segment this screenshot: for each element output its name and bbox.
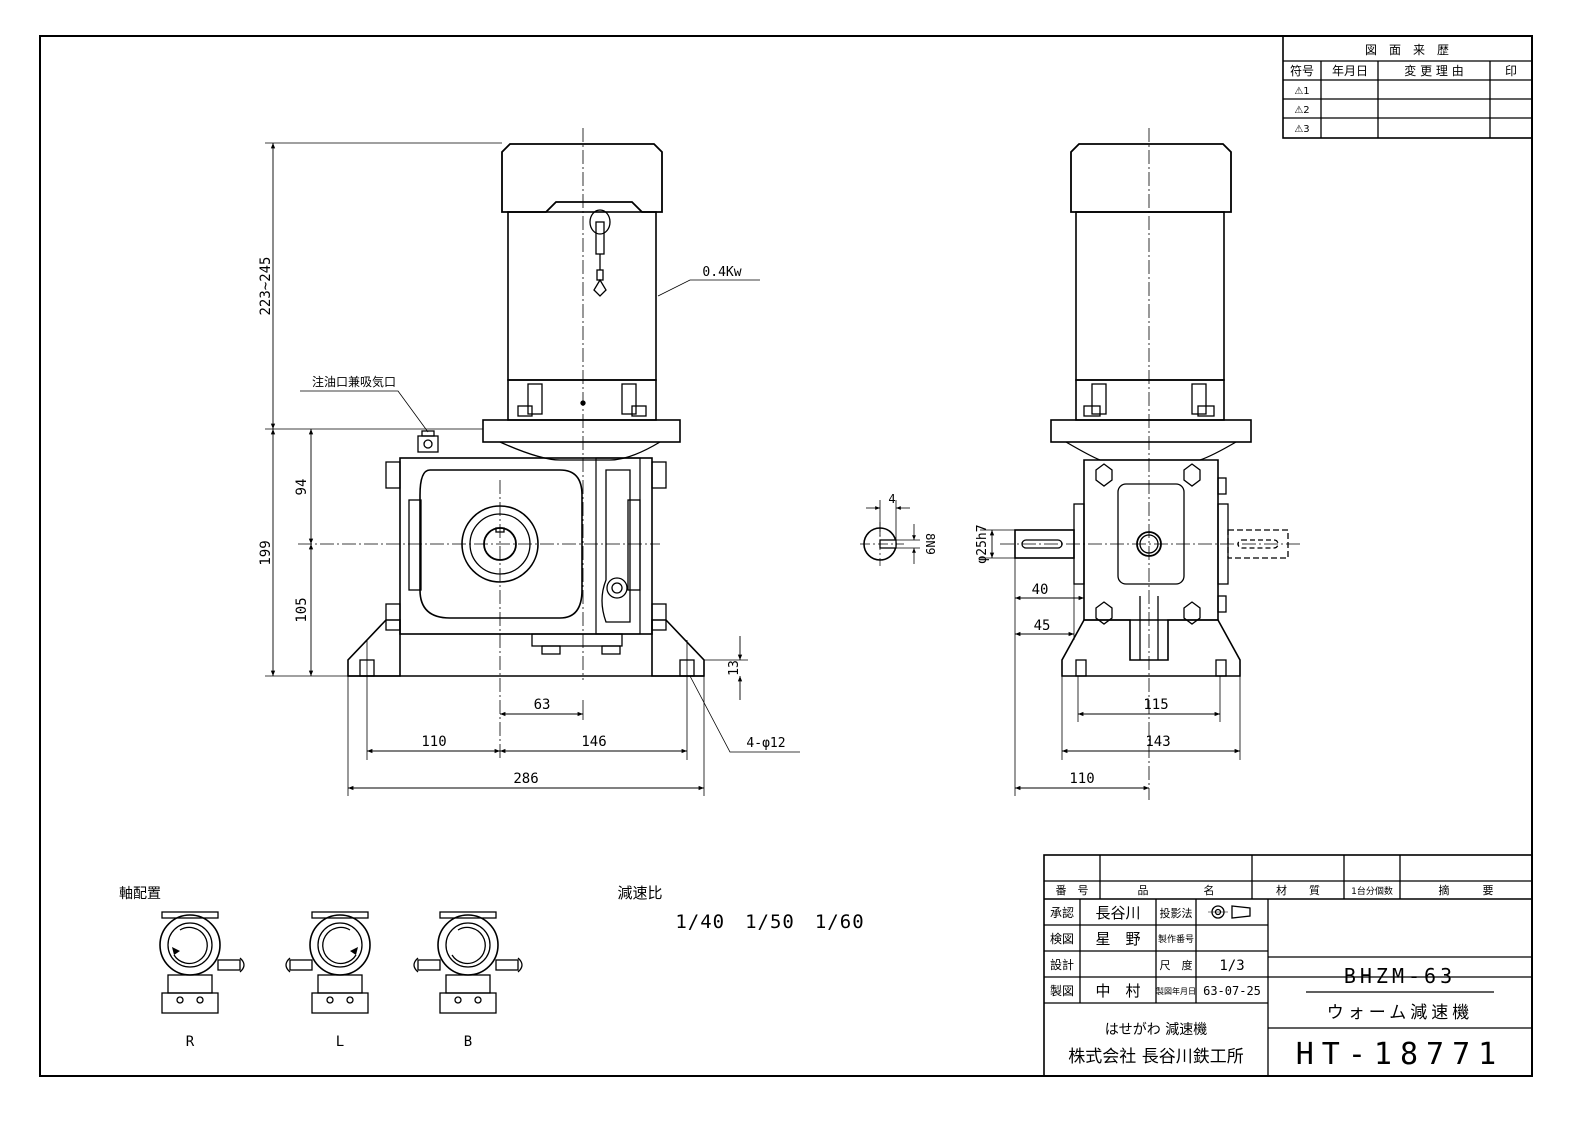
arrangement-label-R: R (186, 1034, 195, 1050)
revision-table: 図 面 来 歴 符号 年月日 変 更 理 由 印 ⚠1 ⚠2 ⚠3 (1282, 35, 1533, 139)
dim-holes: 4-φ12 (746, 736, 785, 751)
dim-offset: 63 (534, 697, 551, 713)
title-block (1043, 854, 1533, 1077)
arrangement-B (413, 911, 523, 1014)
dim-lower: 105 (294, 597, 310, 622)
side-motor-fan-cover (1070, 143, 1232, 213)
front-gearbox-housing (399, 457, 653, 635)
revision-symbol-2: ⚠2 (1294, 105, 1309, 116)
tb-approved-label: 承認 (1050, 905, 1074, 920)
label-oil-inlet: 注油口兼吸気口 (312, 374, 396, 389)
revision-col-symbol: 符号 (1290, 63, 1314, 78)
dim-overall: 286 (513, 771, 538, 787)
tb-model: BHZM-63 (1344, 964, 1456, 988)
dim-side-45: 45 (1034, 618, 1051, 634)
dim-left-span: 110 (421, 734, 446, 750)
tb-col-remarks: 摘 要 (1439, 883, 1494, 897)
dim-side-143: 143 (1145, 734, 1170, 750)
revision-col-seal: 印 (1505, 64, 1517, 78)
front-view (265, 128, 800, 796)
tb-scale-label: 尺 度 (1160, 958, 1193, 972)
dim-base-thickness: 13 (727, 660, 742, 676)
tb-date: 63-07-25 (1203, 984, 1261, 998)
side-motor-body (1075, 211, 1225, 381)
tb-date-label: 製図年月日 (1156, 986, 1196, 996)
arrangement-L (285, 911, 371, 1014)
tb-approved: 長谷川 (1095, 904, 1140, 922)
arrangement-label-L: L (336, 1034, 344, 1050)
front-motor-body (507, 211, 657, 381)
revision-symbol-3: ⚠3 (1294, 124, 1309, 135)
front-flange (482, 419, 681, 443)
reduction-ratios: 1/40 1/50 1/60 (675, 911, 864, 933)
dim-key-width: 4 (888, 492, 895, 506)
tb-checked: 星 野 (1095, 930, 1140, 948)
dim-right-span: 146 (581, 734, 606, 750)
side-view (980, 128, 1300, 800)
tb-checked-label: 検図 (1050, 932, 1074, 946)
shaft-key-section (860, 500, 920, 566)
dim-motor-height: 223~245 (258, 256, 274, 315)
tb-projection-label: 投影法 (1160, 906, 1193, 920)
tb-scale: 1/3 (1219, 958, 1244, 974)
tb-drawing-no: HT-18771 (1296, 1037, 1505, 1072)
tb-col-qty: 1台分個数 (1351, 885, 1393, 897)
tb-drawn: 中 村 (1095, 982, 1140, 1000)
front-right-foot (651, 619, 705, 677)
tb-col-material: 材 質 (1276, 883, 1320, 897)
label-motor-power: 0.4Kw (702, 265, 741, 280)
side-flange (1050, 419, 1252, 443)
dim-side-40: 40 (1032, 582, 1049, 598)
tb-mfg-no-label: 製作番号 (1158, 933, 1194, 945)
arrangement-title: 軸配置 (119, 886, 161, 902)
tb-col-name: 品 名 (1138, 883, 1215, 897)
arrangement-label-B: B (464, 1034, 472, 1050)
front-motor-fan-cover (501, 143, 663, 213)
tb-product: ウォーム減速機 (1327, 1003, 1474, 1023)
tb-company: 株式会社 長谷川鉄工所 (1068, 1047, 1243, 1067)
revision-col-reason: 変 更 理 由 (1404, 63, 1463, 78)
revision-symbol-1: ⚠1 (1294, 86, 1309, 97)
tb-designed-label: 設計 (1050, 957, 1074, 972)
tb-col-no: 番 号 (1056, 884, 1089, 897)
reduction-title: 減速比 (617, 884, 662, 902)
arrangement-R (159, 911, 245, 1014)
sheet-border (39, 35, 1533, 1077)
revision-table-title: 図 面 来 歴 (1365, 43, 1449, 57)
dim-key-depth: 8N9 (923, 533, 937, 555)
dim-upper: 94 (294, 479, 310, 496)
side-base (1061, 619, 1241, 677)
tb-brand: はせがわ 減速機 (1105, 1021, 1207, 1038)
tb-drawn-label: 製図 (1050, 984, 1074, 998)
dim-side-110: 110 (1069, 771, 1094, 787)
revision-col-date: 年月日 (1332, 64, 1368, 78)
dim-side-115: 115 (1143, 697, 1168, 713)
dim-total-lower: 199 (258, 540, 274, 565)
dim-shaft-diameter: φ25h7 (975, 524, 990, 563)
